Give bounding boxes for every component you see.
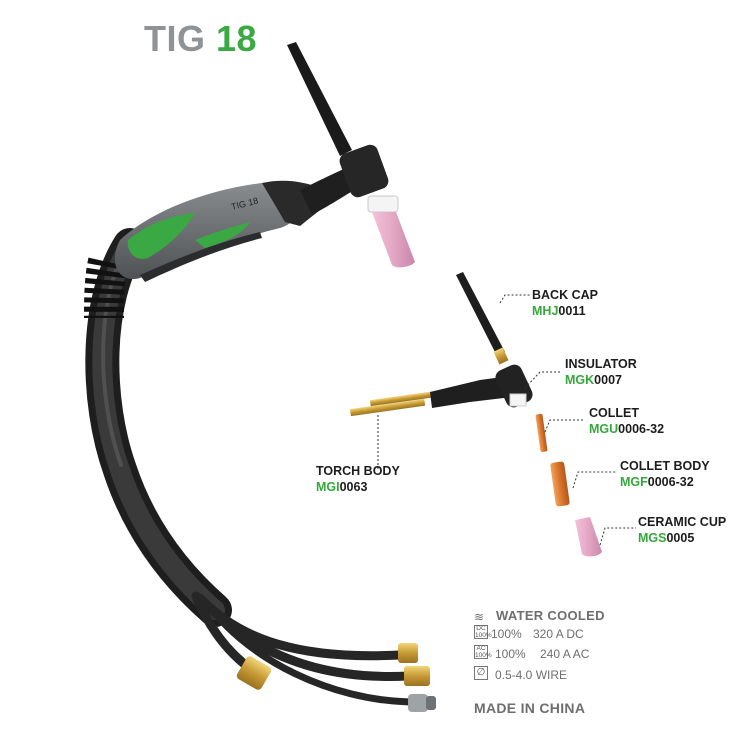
spec-ac-rating: 240 A AC (540, 647, 590, 661)
part-code-number: 0011 (558, 304, 586, 318)
spec-dc-rating: 320 A DC (533, 627, 584, 641)
part-code-prefix: MGS (638, 531, 667, 545)
spec-wire: 0.5-4.0 WIRE (495, 668, 568, 682)
part-code-prefix: MHJ (532, 304, 559, 318)
spec-origin: MADE IN CHINA (474, 700, 586, 716)
part-code-insulator: MGK0007 (565, 373, 622, 388)
part-code-prefix: MGU (589, 422, 619, 436)
title-prefix: TIG (144, 18, 206, 59)
part-label-back-cap: BACK CAP (532, 288, 598, 302)
part-label-collet: COLLET (589, 406, 639, 420)
leader-lines (377, 294, 636, 546)
part-code-prefix: MGF (620, 475, 648, 489)
torch-handle: TIG 18 (114, 180, 335, 282)
spec-dc-duty: 100% (491, 627, 522, 641)
torch-head (287, 42, 415, 268)
part-label-insulator: INSULATOR (565, 357, 637, 371)
spec-cooling: WATER COOLED (496, 608, 605, 623)
exploded-collet (535, 413, 548, 452)
product-title: TIG 18 (144, 18, 257, 60)
exploded-back-cap (456, 272, 509, 365)
wire-diameter-icon: ∅ (474, 666, 488, 680)
part-code-number: 0007 (594, 373, 622, 387)
part-label-ceramic-cup: CERAMIC CUP (638, 515, 727, 529)
spec-ac-duty: 100% (495, 647, 526, 661)
part-code-ceramic-cup: MGS0005 (638, 531, 694, 546)
title-number: 18 (216, 18, 258, 59)
exploded-torch-body (349, 364, 533, 417)
part-code-number: 0006-32 (618, 422, 665, 436)
exploded-collet-body (550, 461, 570, 507)
torch-hose (84, 228, 232, 627)
part-label-torch-body: TORCH BODY (316, 464, 400, 478)
part-code-torch-body: MGI0063 (316, 480, 367, 495)
part-code-number: 0006-32 (647, 475, 694, 489)
part-label-collet-body: COLLET BODY (620, 459, 710, 473)
water-drop-icon: ≋ (474, 610, 485, 624)
hose-fittings (236, 643, 436, 712)
part-code-prefix: MGK (565, 373, 595, 387)
part-code-number: 0005 (666, 531, 695, 545)
exploded-ceramic-cup (575, 517, 602, 557)
part-code-collet: MGU0006-32 (589, 422, 664, 437)
part-code-collet-body: MGF0006-32 (620, 475, 694, 490)
part-code-back-cap: MHJ0011 (532, 304, 586, 319)
part-code-prefix: MGI (316, 480, 340, 494)
part-code-number: 0063 (339, 480, 368, 494)
